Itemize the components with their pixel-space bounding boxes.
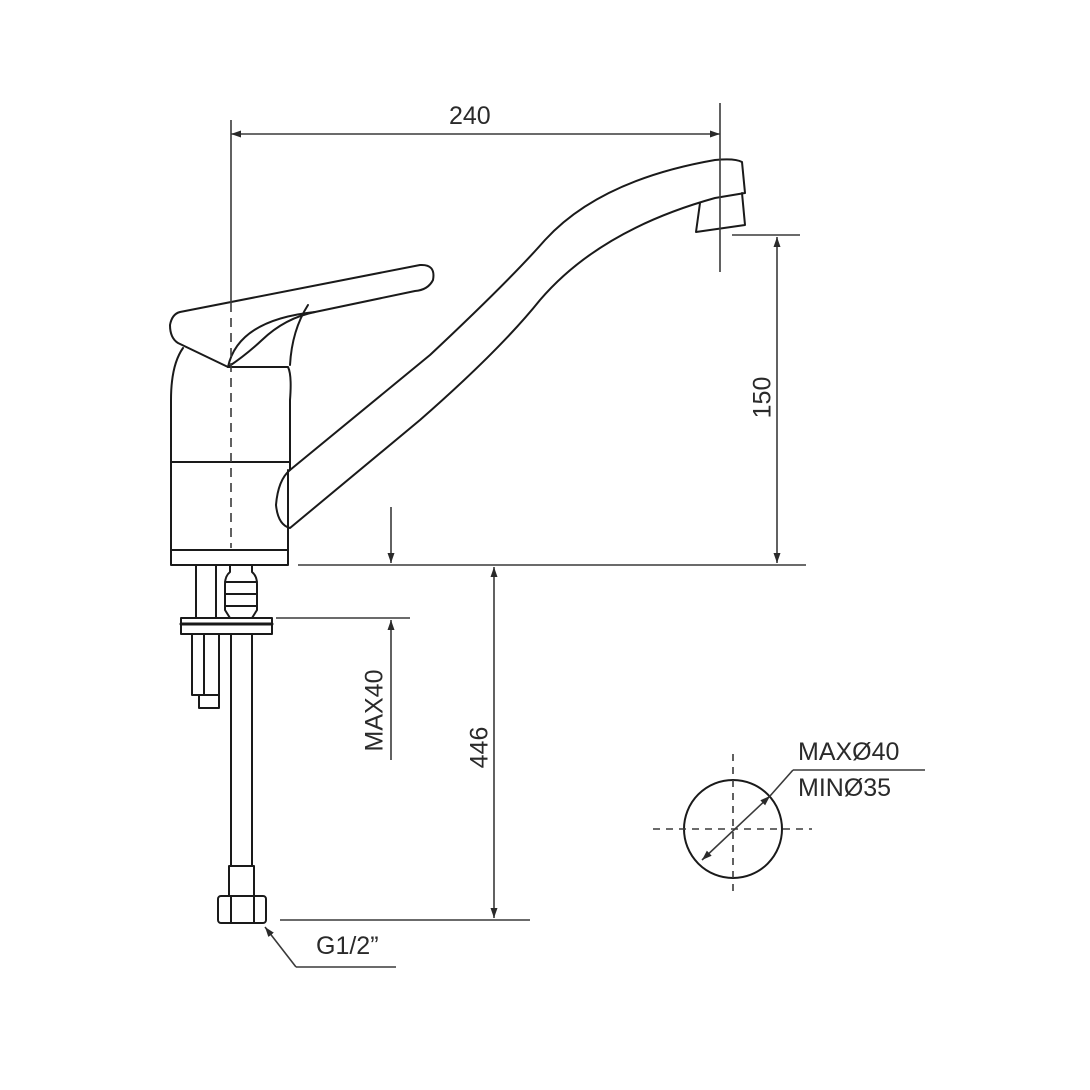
dim-total-height-label: 446	[465, 726, 494, 769]
dim-spout-height-label: 150	[748, 376, 777, 419]
hole-max-diameter-label: MAXØ40	[798, 738, 900, 766]
dim-spout-reach-label: 240	[449, 102, 491, 130]
hole-min-diameter-label: MINØ35	[798, 774, 892, 802]
mounting-plate	[180, 617, 273, 635]
lever-handle	[169, 263, 435, 368]
faucet-body	[170, 347, 289, 566]
connection-thread-label: G1/2”	[316, 932, 379, 960]
spout	[275, 158, 746, 529]
dim-max-deck-thickness-label: MAX40	[360, 669, 389, 752]
hose-nut	[217, 895, 267, 924]
